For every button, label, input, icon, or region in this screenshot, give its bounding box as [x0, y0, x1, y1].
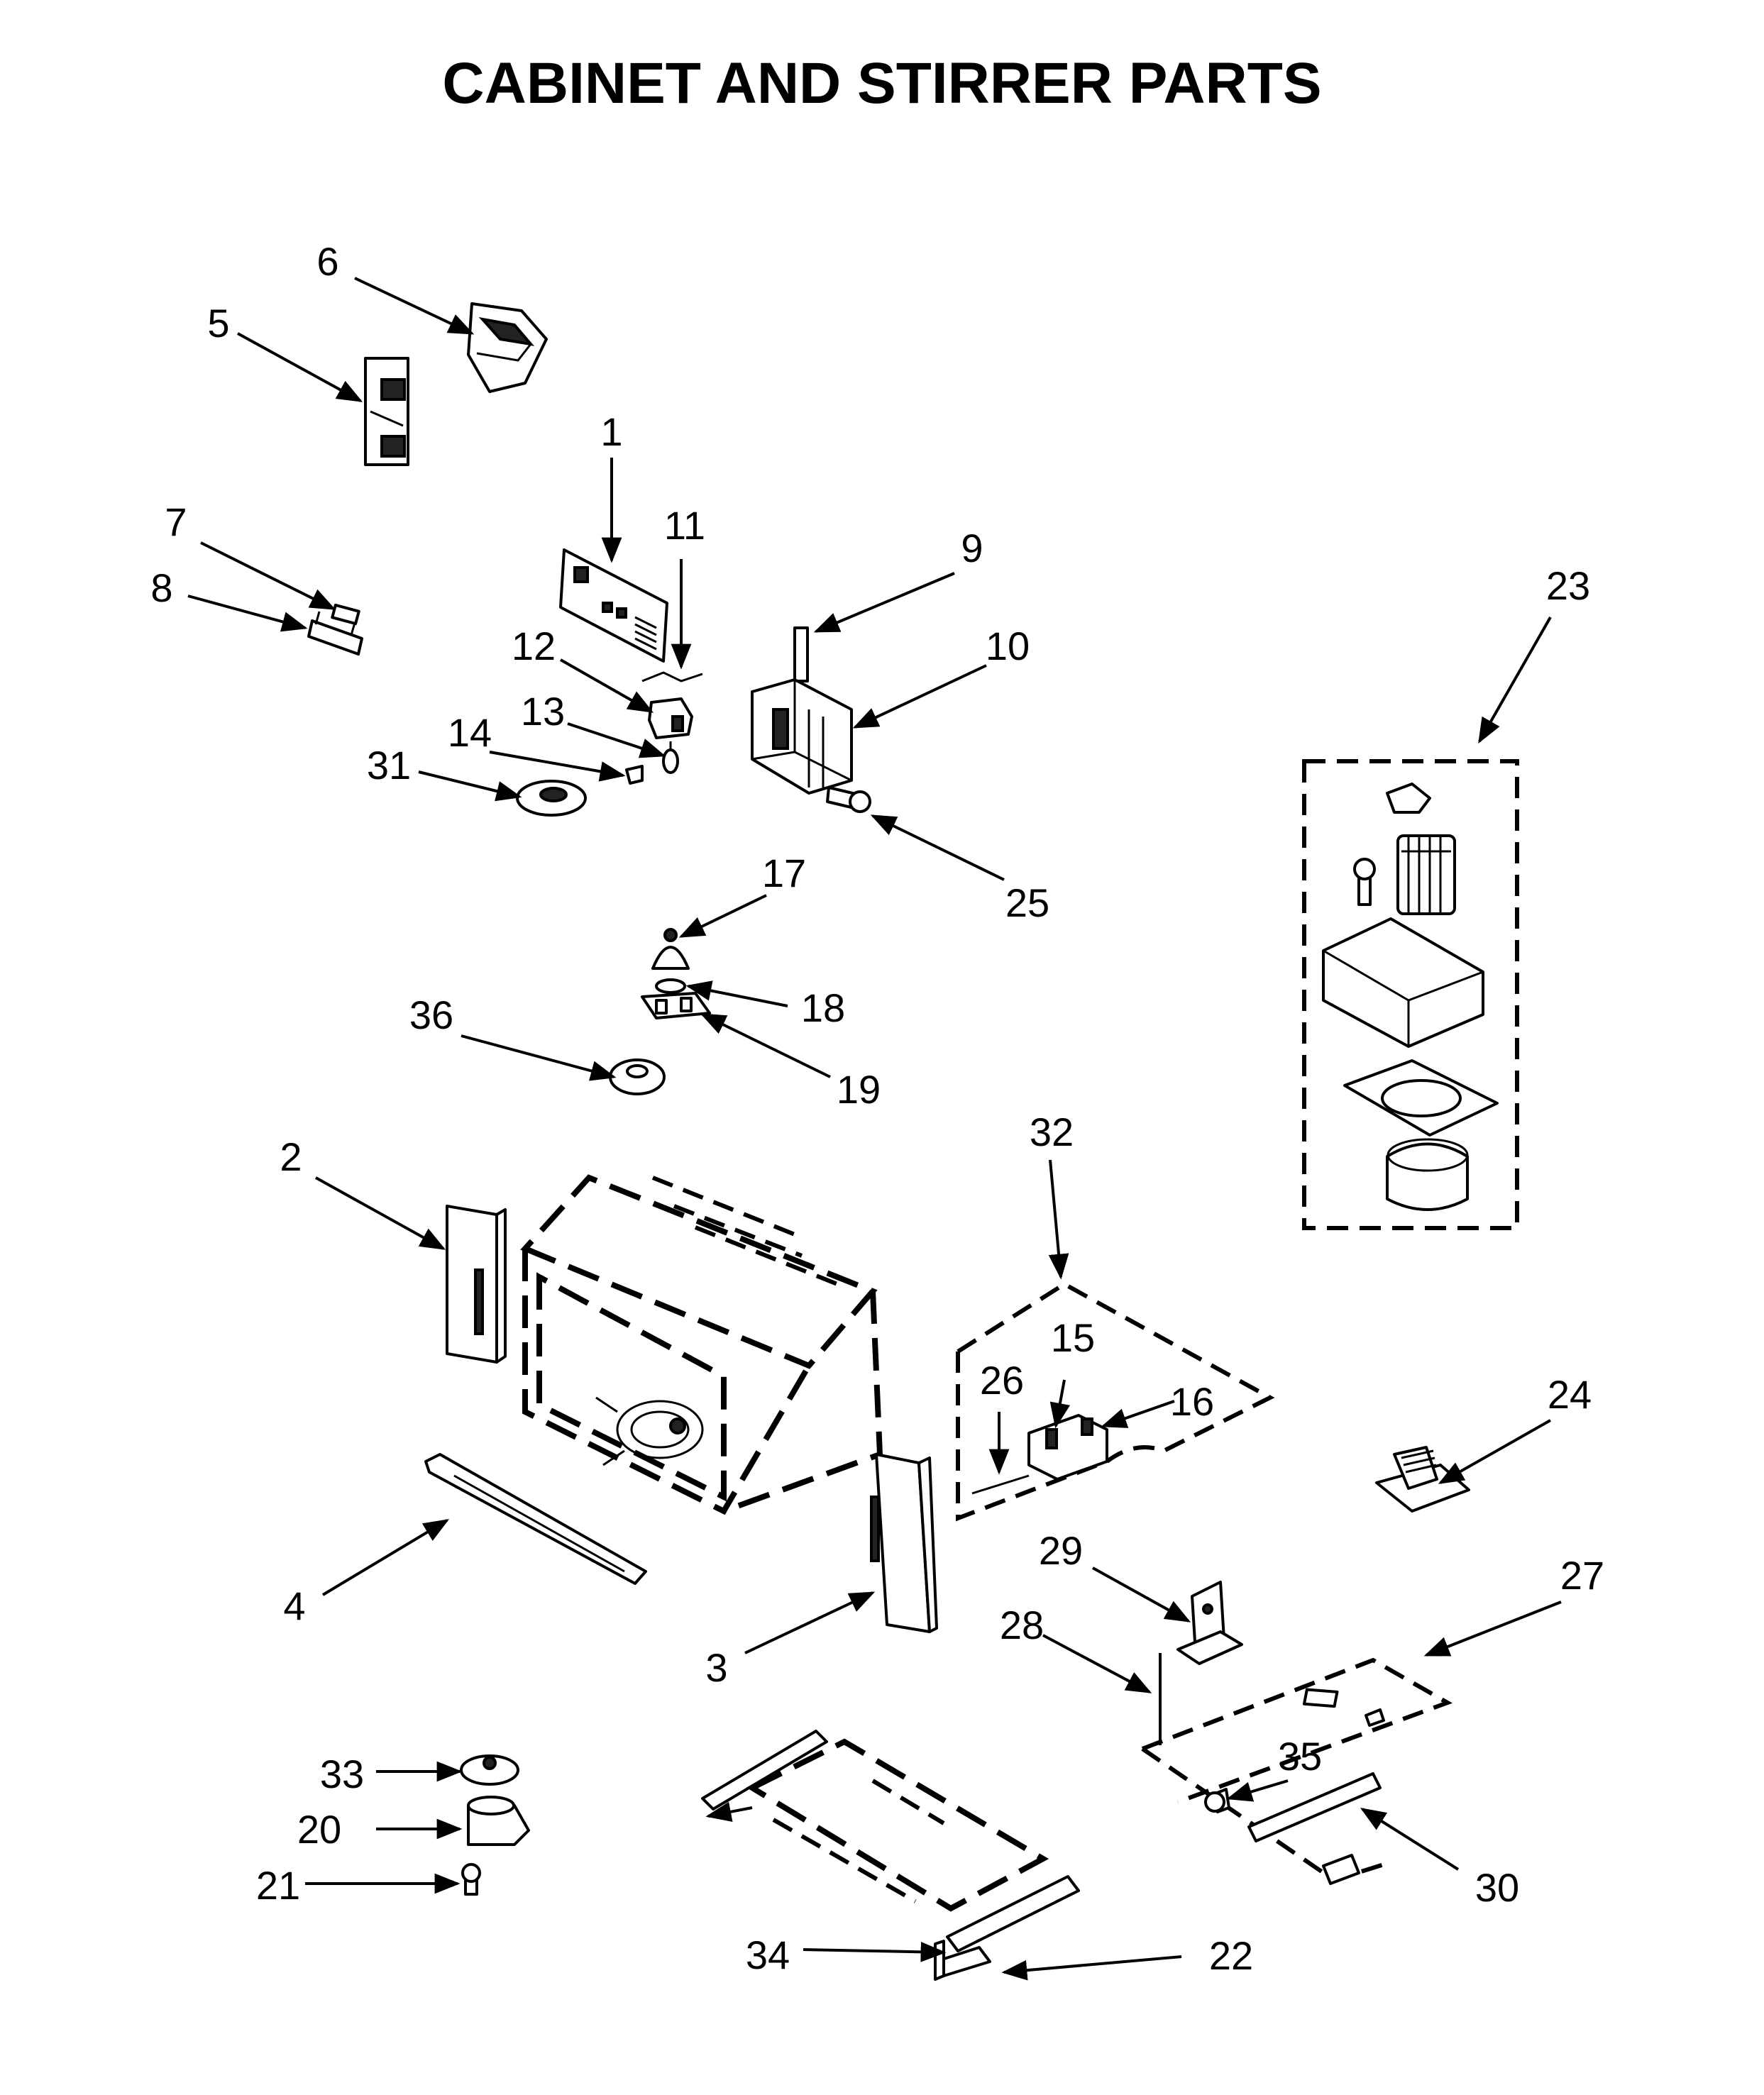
callout-labels: 1 2 3 4 5 6 7 8 9 10 11 12 13 14 15 16 1…: [150, 239, 1604, 1978]
parts: [307, 302, 1519, 1981]
callout-36: 36: [409, 993, 453, 1037]
cabinet: [520, 1174, 883, 1515]
part-11-spring: [641, 671, 703, 682]
part-20-motor: [467, 1796, 530, 1846]
callout-11: 11: [664, 503, 705, 548]
callout-9: 9: [961, 526, 983, 570]
callout-31: 31: [367, 743, 411, 787]
callout-17: 17: [762, 851, 806, 895]
callout-34: 34: [746, 1933, 790, 1977]
part-9-antenna: [793, 626, 809, 682]
part-13-switch: [662, 741, 679, 774]
callout-13: 13: [521, 689, 565, 734]
callout-24: 24: [1548, 1372, 1592, 1417]
callout-10: 10: [986, 624, 1030, 668]
callout-4: 4: [283, 1583, 305, 1628]
part-10-magnetron: [751, 678, 853, 795]
part-14-clip: [625, 765, 644, 785]
part-27-door-assembly: [1141, 1657, 1453, 1885]
part-3-side-panel: [870, 1453, 938, 1633]
part-4-rail: [424, 1453, 647, 1585]
callout-19: 19: [837, 1067, 881, 1112]
diagram-title: CABINET AND STIRRER PARTS: [442, 51, 1321, 116]
callout-15: 15: [1051, 1315, 1095, 1360]
callout-5: 5: [207, 301, 229, 346]
callout-16: 16: [1170, 1379, 1214, 1424]
part-17-stirrer-cap: [651, 928, 690, 970]
callout-27: 27: [1560, 1553, 1604, 1598]
leader-lines: [187, 277, 1562, 1981]
callout-35: 35: [1278, 1734, 1322, 1779]
callout-12: 12: [512, 624, 556, 668]
callout-29: 29: [1039, 1528, 1083, 1573]
part-2-side-panel: [446, 1205, 507, 1364]
callout-20: 20: [297, 1807, 341, 1852]
callout-21: 21: [256, 1863, 300, 1908]
part-12-switch-holder: [648, 697, 693, 739]
callout-2: 2: [280, 1134, 302, 1179]
part-6-relay: [467, 302, 548, 393]
callout-26: 26: [980, 1358, 1024, 1403]
part-21-screw: [461, 1863, 481, 1896]
part-8-fuse-holder: [307, 611, 363, 656]
part-7-fuse: [331, 603, 360, 626]
part-29-bracket: [1176, 1581, 1243, 1665]
callout-6: 6: [316, 239, 338, 284]
callout-1: 1: [600, 409, 622, 454]
callout-14: 14: [448, 710, 492, 755]
part-24-transformer: [1375, 1446, 1470, 1513]
callout-32: 32: [1030, 1110, 1074, 1154]
part-33-coupler: [460, 1754, 519, 1786]
part-36-grommet: [609, 1058, 666, 1095]
callout-30: 30: [1475, 1865, 1519, 1910]
part-23-fan-assembly: [1302, 759, 1519, 1230]
part-34-base: [701, 1730, 1080, 1952]
part-18-washer: [655, 978, 686, 994]
callout-7: 7: [165, 499, 187, 544]
part-25-screw: [826, 786, 871, 813]
callout-25: 25: [1005, 880, 1049, 925]
part-31-thermostat: [516, 780, 587, 817]
callout-28: 28: [1000, 1603, 1044, 1647]
part-32-sensor-assembly: [956, 1281, 1275, 1522]
part-1-control-board: [559, 548, 668, 663]
callout-8: 8: [150, 565, 172, 610]
part-19-bracket: [641, 992, 711, 1019]
callout-18: 18: [801, 985, 845, 1030]
part-5-relay-board: [364, 357, 409, 466]
callout-3: 3: [705, 1645, 727, 1690]
callout-22: 22: [1209, 1933, 1253, 1978]
callout-33: 33: [320, 1752, 364, 1796]
callout-23: 23: [1546, 563, 1590, 608]
